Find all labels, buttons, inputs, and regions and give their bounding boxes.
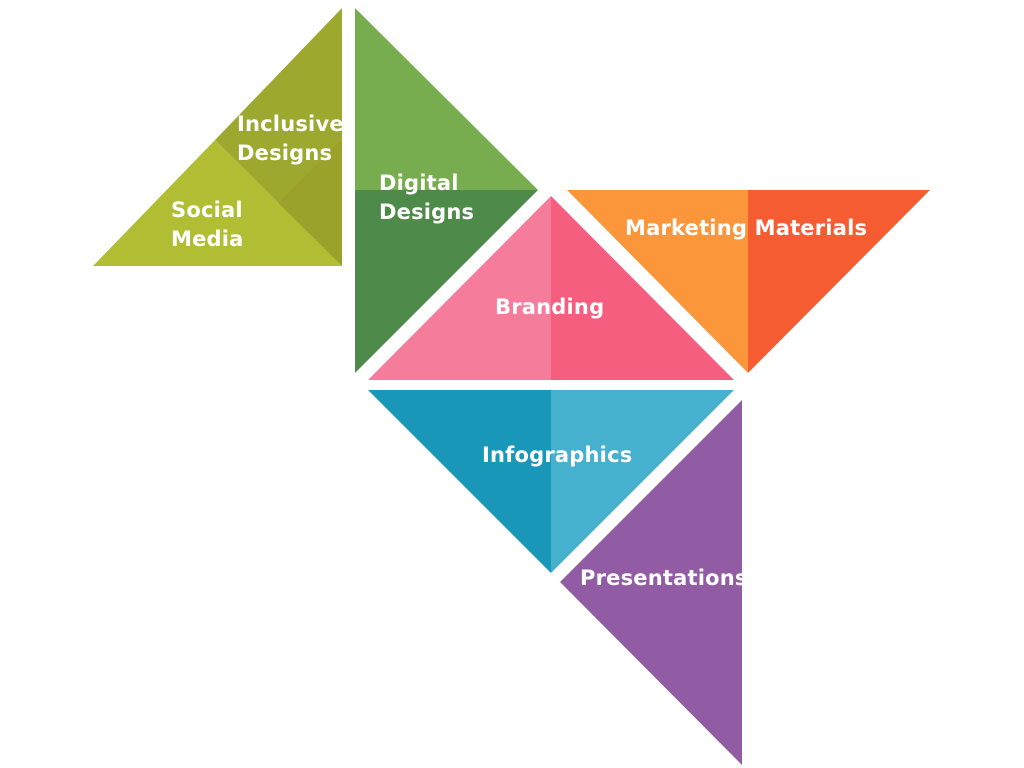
piece-social-media[interactable] xyxy=(93,140,342,266)
infographics-left xyxy=(368,390,551,573)
piece-inclusive-designs[interactable] xyxy=(215,8,342,266)
piece-marketing-materials[interactable] xyxy=(567,190,930,373)
inclusive-designs-label-line1: Inclusive xyxy=(237,112,344,136)
piece-digital-designs[interactable] xyxy=(355,8,538,373)
social-media-label-line1: Social xyxy=(171,198,243,222)
digital-designs-label-line1: Digital xyxy=(379,171,459,195)
inclusive-designs-label-line2: Designs xyxy=(237,141,332,165)
presentations-triangle xyxy=(560,400,742,765)
infographics-label: Infographics xyxy=(482,443,632,467)
branding-label: Branding xyxy=(495,295,604,319)
marketing-materials-right xyxy=(748,190,930,373)
piece-branding[interactable] xyxy=(368,196,734,380)
infographics-right xyxy=(551,390,734,573)
social-media-triangle xyxy=(93,140,342,266)
branding-right xyxy=(551,196,734,380)
marketing-materials-label: Marketing Materials xyxy=(625,216,867,240)
presentations-label: Presentations xyxy=(580,566,748,590)
marketing-materials-left xyxy=(567,190,748,373)
digital-designs-triangle xyxy=(355,8,538,190)
digital-designs-label-line2: Designs xyxy=(379,200,474,224)
branding-left xyxy=(368,196,551,380)
piece-presentations[interactable] xyxy=(560,400,742,765)
digital-designs-shade xyxy=(355,190,538,373)
social-media-label-line2: Media xyxy=(171,227,244,251)
inclusive-designs-shade xyxy=(278,140,342,266)
piece-infographics[interactable] xyxy=(368,390,734,573)
